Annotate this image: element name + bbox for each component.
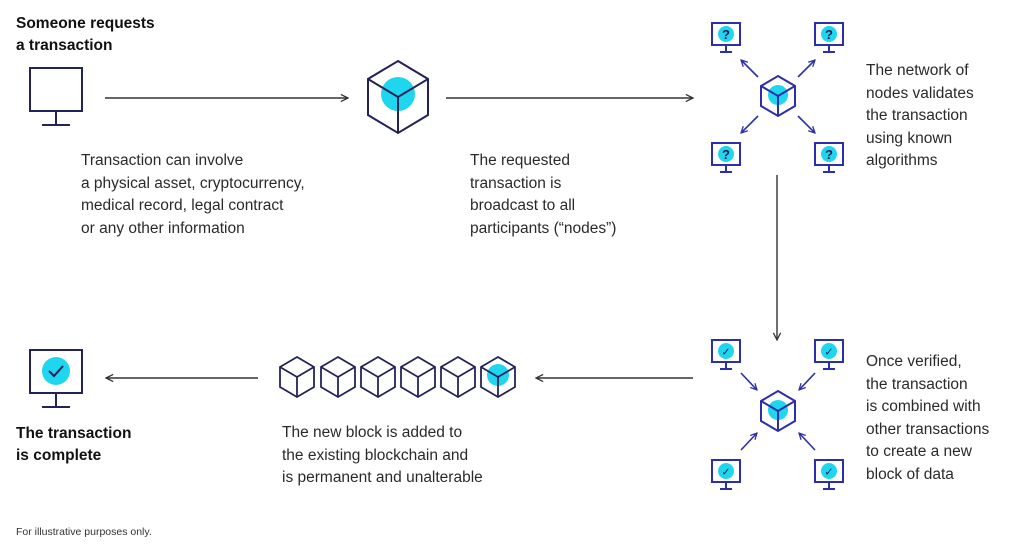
node-verified-monitor-icon: ✓ — [814, 459, 844, 490]
requester-monitor-icon — [29, 67, 83, 126]
complete-monitor-icon — [29, 349, 83, 408]
node-pending-glyph: ? — [722, 147, 730, 162]
node-verified-glyph: ✓ — [824, 466, 833, 479]
chain-block-icon — [440, 355, 476, 399]
node-pending-monitor-icon: ? — [711, 142, 741, 173]
request-title: Someone requests a transaction — [16, 15, 155, 54]
broadcast-caption: The requested transaction is broadcast t… — [470, 152, 617, 237]
node-pending-glyph: ? — [722, 27, 730, 42]
chain-block-icon — [320, 355, 356, 399]
chain-block-icon — [400, 355, 436, 399]
node-network-verified: ✓ ✓ ✓ ✓ — [711, 339, 844, 490]
chain-block-icon — [360, 355, 396, 399]
combine-caption: Once verified, the transaction is combin… — [866, 353, 990, 483]
network-center-cube-icon — [760, 74, 796, 118]
node-verified-glyph: ✓ — [824, 346, 833, 359]
node-pending-monitor-icon: ? — [814, 142, 844, 173]
node-pending-glyph: ? — [825, 147, 833, 162]
request-caption: Transaction can involve a physical asset… — [81, 152, 305, 237]
node-verified-monitor-icon: ✓ — [711, 459, 741, 490]
chain-caption: The new block is added to the existing b… — [282, 424, 483, 486]
network-center-cube-icon — [760, 389, 796, 433]
node-verified-monitor-icon: ✓ — [711, 339, 741, 370]
chain-block-icon — [279, 355, 315, 399]
node-pending-monitor-icon: ? — [711, 22, 741, 53]
complete-title: The transaction is complete — [16, 425, 132, 464]
node-pending-monitor-icon: ? — [814, 22, 844, 53]
node-verified-monitor-icon: ✓ — [814, 339, 844, 370]
chain-new-block-icon — [480, 355, 516, 399]
blockchain-cubes — [279, 355, 516, 399]
illustrative-note: For illustrative purposes only. — [16, 526, 152, 538]
block-cube-icon — [367, 59, 429, 135]
node-pending-glyph: ? — [825, 27, 833, 42]
validate-caption: The network of nodes validates the trans… — [866, 62, 974, 169]
node-verified-glyph: ✓ — [721, 466, 730, 479]
node-network-validation: ? ? ? ? — [711, 22, 844, 173]
node-verified-glyph: ✓ — [721, 346, 730, 359]
